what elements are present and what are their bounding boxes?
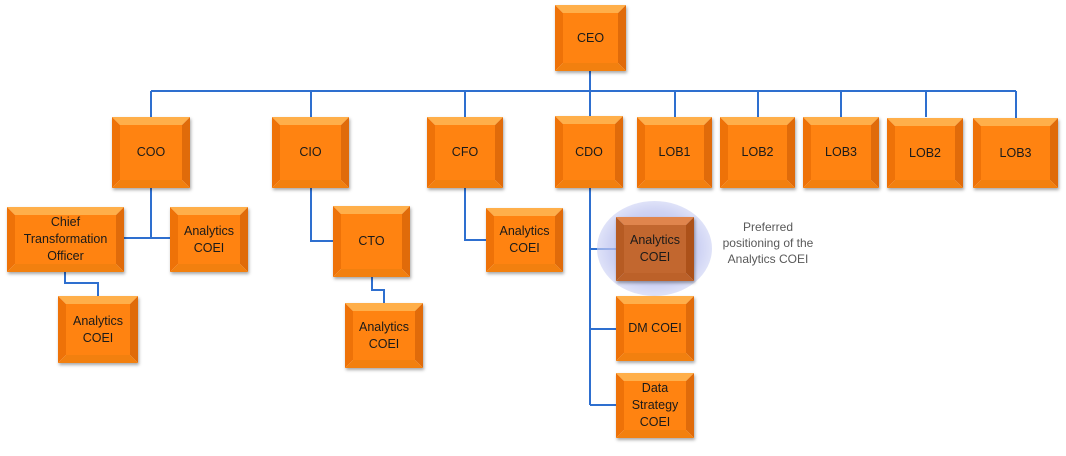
node-cto[interactable]: CTO: [333, 206, 410, 277]
box-bevel: [555, 116, 623, 188]
node-label: LOB3: [999, 145, 1032, 160]
box-bevel: [58, 296, 138, 363]
box-bevel: [7, 207, 124, 272]
node-label: CIO: [299, 145, 322, 159]
node-cio[interactable]: CIO: [272, 117, 349, 188]
node-label: Analytics COEI: [629, 233, 681, 264]
connector-cfo-analytics: [464, 188, 486, 241]
box-bevel: [486, 208, 563, 272]
node-coo-analytics-coei[interactable]: Analytics COEI: [170, 207, 248, 272]
annotation-text: Preferred positioning of the Analytics C…: [722, 220, 814, 266]
node-coo[interactable]: COO: [112, 117, 190, 188]
connector-cto-analytics: [371, 277, 385, 303]
node-lob2[interactable]: LOB2: [720, 117, 795, 188]
node-label: Analytics COEI: [183, 223, 235, 255]
box-bevel: [616, 296, 694, 361]
node-label: DM COEI: [628, 321, 682, 335]
node-label: LOB2: [909, 145, 941, 160]
node-cdo[interactable]: CDO: [555, 116, 623, 188]
node-label: LOB2: [741, 145, 774, 159]
node-label: LOB1: [658, 145, 691, 159]
node-lob3[interactable]: LOB3: [803, 117, 879, 188]
node-transformation-analytics-coei[interactable]: Analytics COEI: [58, 296, 138, 363]
box-bevel: [555, 5, 626, 71]
box-bevel: [112, 117, 190, 188]
node-label: CTO: [358, 234, 385, 248]
node-label: CDO: [575, 144, 603, 159]
node-ceo[interactable]: CEO: [555, 5, 626, 71]
connector-cto-officer-analytics: [64, 272, 99, 296]
connector-cio-cto: [310, 188, 333, 242]
node-dm-coei[interactable]: DM COEI: [616, 296, 694, 361]
node-lob2-second[interactable]: LOB2: [887, 118, 963, 188]
box-bevel: [720, 117, 795, 188]
node-cto-analytics-coei[interactable]: Analytics COEI: [345, 303, 423, 368]
node-cfo-analytics-coei[interactable]: Analytics COEI: [486, 208, 563, 272]
node-label: CFO: [451, 145, 479, 159]
node-label: Analytics COEI: [499, 224, 550, 255]
box-bevel: [427, 117, 503, 188]
node-lob1[interactable]: LOB1: [637, 117, 712, 188]
box-bevel: [333, 206, 410, 277]
node-label: Analytics COEI: [72, 313, 124, 345]
node-label: COO: [136, 145, 166, 159]
box-bevel: [616, 373, 694, 438]
node-label: Data Strategy COEI: [631, 381, 679, 429]
box-bevel: [272, 117, 349, 188]
node-label: Analytics COEI: [358, 319, 410, 351]
box-bevel: [170, 207, 248, 272]
connector-coo-children: [124, 188, 170, 239]
node-label: Chief Transformation Officer: [23, 215, 108, 263]
node-cdo-analytics-coei[interactable]: Analytics COEI: [616, 217, 694, 281]
box-bevel: [887, 118, 963, 188]
box-bevel: [803, 117, 879, 188]
node-cfo[interactable]: CFO: [427, 117, 503, 188]
box-bevel: [637, 117, 712, 188]
node-label: CEO: [576, 30, 605, 45]
node-lob3-second[interactable]: LOB3: [973, 118, 1058, 188]
box-bevel: [345, 303, 423, 368]
node-label: LOB3: [825, 145, 857, 159]
box-bevel: [973, 118, 1058, 188]
node-chief-transformation-officer[interactable]: Chief Transformation Officer: [7, 207, 124, 272]
node-data-strategy-coei[interactable]: Data Strategy COEI: [616, 373, 694, 438]
box-bevel: [616, 217, 694, 281]
